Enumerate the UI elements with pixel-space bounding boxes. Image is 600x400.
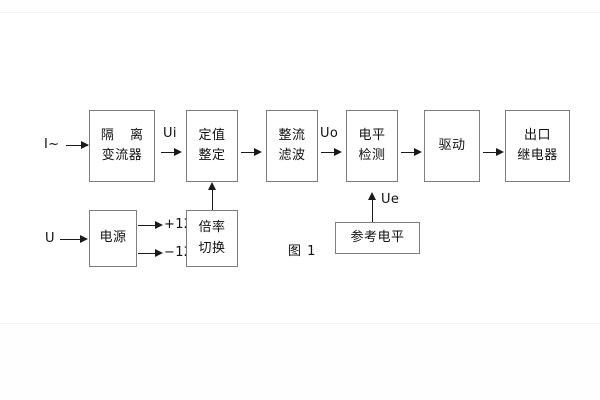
signal-label-ui: Ui bbox=[163, 126, 177, 141]
block-power-supply[interactable]: 电源 bbox=[89, 210, 137, 267]
arrow-icon-ue bbox=[367, 192, 376, 200]
connector-ui bbox=[161, 152, 179, 153]
arrow-icon-rail-negative bbox=[155, 248, 163, 257]
connector-current-input bbox=[66, 145, 88, 146]
arrow-icon-setting-to-rectify bbox=[254, 147, 262, 156]
block-output-relay[interactable]: 出口 继电器 bbox=[505, 110, 570, 182]
block-setting[interactable]: 定值 整定 bbox=[186, 110, 238, 182]
arrow-icon-range-switch-to-setting bbox=[207, 182, 216, 190]
block-drive[interactable]: 驱动 bbox=[424, 110, 480, 182]
signal-label-voltage-input: U bbox=[45, 231, 55, 246]
block-level-detect-line-2: 检测 bbox=[358, 148, 386, 163]
arrow-icon-current-input bbox=[81, 140, 89, 149]
connector-voltage-input bbox=[60, 239, 82, 240]
block-reference-level[interactable]: 参考电平 bbox=[335, 222, 420, 254]
block-output-relay-line-1: 出口 bbox=[523, 127, 551, 143]
block-output-relay-line-2: 继电器 bbox=[517, 148, 558, 163]
figure-caption: 图 1 bbox=[288, 244, 317, 259]
block-setting-line-1: 定值 bbox=[198, 127, 226, 143]
block-rectify-filter[interactable]: 整流 滤波 bbox=[266, 110, 318, 182]
signal-label-current-input: I~ bbox=[44, 137, 60, 152]
block-level-detect[interactable]: 电平 检测 bbox=[346, 110, 398, 182]
block-rectify-filter-line-2: 滤波 bbox=[278, 148, 306, 163]
connector-rail-positive bbox=[138, 225, 160, 226]
block-range-switch-line-1: 倍率 bbox=[198, 220, 226, 236]
arrow-icon-drive-to-relay bbox=[496, 147, 504, 156]
connector-setting-to-rectify bbox=[241, 152, 259, 153]
block-isolation-ct[interactable]: 隔 离 变流器 bbox=[89, 110, 155, 182]
arrow-icon-uo bbox=[334, 147, 342, 156]
block-rectify-filter-line-1: 整流 bbox=[278, 127, 306, 143]
signal-label-uo: Uo bbox=[320, 126, 339, 141]
block-reference-level-line-1: 参考电平 bbox=[350, 229, 405, 245]
arrow-icon-level-to-drive bbox=[414, 147, 422, 156]
block-setting-line-2: 整定 bbox=[198, 148, 226, 163]
block-range-switch-line-2: 切换 bbox=[198, 240, 226, 256]
block-range-switch[interactable]: 倍率 切换 bbox=[186, 210, 238, 267]
block-isolation-ct-line-1: 隔 离 bbox=[100, 127, 150, 143]
connector-range-switch-to-setting bbox=[212, 186, 213, 210]
arrow-icon-voltage-input bbox=[80, 234, 88, 243]
block-power-supply-line-1: 电源 bbox=[99, 230, 127, 246]
connector-rail-negative bbox=[138, 253, 160, 254]
block-isolation-ct-line-2: 变流器 bbox=[101, 148, 143, 163]
block-drive-line-1: 驱动 bbox=[438, 137, 466, 153]
block-level-detect-line-1: 电平 bbox=[358, 127, 386, 143]
connector-drive-to-relay bbox=[483, 152, 501, 153]
connector-ue bbox=[372, 196, 373, 222]
connector-uo bbox=[321, 152, 339, 153]
arrow-icon-ui bbox=[174, 147, 182, 156]
arrow-icon-rail-positive bbox=[155, 220, 163, 229]
signal-label-ue: Ue bbox=[381, 192, 400, 207]
connector-level-to-drive bbox=[401, 152, 419, 153]
